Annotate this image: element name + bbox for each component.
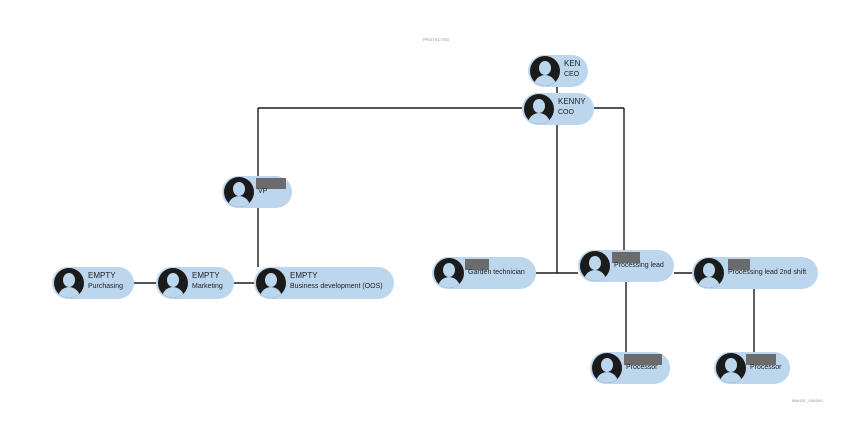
redacted-name-bar	[728, 259, 750, 270]
person-avatar-icon	[592, 353, 622, 383]
node-name: EMPTY	[88, 271, 116, 280]
person-avatar-icon	[224, 177, 254, 207]
node-title: Processor	[626, 364, 658, 371]
person-avatar-icon	[54, 268, 84, 298]
node-name: EMPTY	[192, 271, 220, 280]
org-node-garden: Garden technician	[432, 257, 536, 289]
node-title: Processing lead	[614, 262, 664, 269]
redacted-name-bar	[465, 259, 489, 270]
footer-label: IMAGE_000000	[792, 398, 823, 403]
node-title: Marketing	[192, 283, 223, 290]
person-avatar-icon	[530, 56, 560, 86]
header-label: PROTECTED	[423, 37, 450, 42]
person-avatar-icon	[158, 268, 188, 298]
node-name: KEN	[564, 59, 581, 68]
node-name: EMPTY	[290, 271, 318, 280]
node-title: Garden technician	[468, 269, 525, 276]
person-avatar-icon	[256, 268, 286, 298]
org-node-marketing: EMPTY Marketing	[156, 267, 234, 299]
node-title: CEO	[564, 71, 580, 78]
redacted-name-bar	[256, 178, 286, 189]
node-title: COO	[558, 109, 574, 116]
node-title: Business development (OOS)	[290, 283, 383, 290]
org-node-proc1: Processor	[590, 352, 670, 384]
org-node-proclead2: Processing lead 2nd shift	[692, 257, 818, 289]
node-title: Processor	[750, 364, 782, 371]
person-avatar-icon	[434, 258, 464, 288]
node-title: Processing lead 2nd shift	[728, 269, 807, 276]
person-avatar-icon	[716, 353, 746, 383]
org-node-ken: KEN CEO	[528, 55, 588, 87]
org-node-kenny: KENNY COO	[522, 93, 594, 125]
org-node-proc2: Processor	[714, 352, 790, 384]
node-title: Purchasing	[88, 283, 124, 290]
person-avatar-icon	[580, 251, 610, 281]
redacted-name-bar	[612, 252, 640, 263]
org-node-vp: VP	[222, 176, 292, 208]
org-node-proclead: Processing lead	[578, 250, 674, 282]
redacted-name-bar	[746, 354, 776, 365]
person-avatar-icon	[524, 94, 554, 124]
person-avatar-icon	[694, 258, 724, 288]
org-node-bizdev: EMPTY Business development (OOS)	[254, 267, 394, 299]
org-node-purchasing: EMPTY Purchasing	[52, 267, 134, 299]
redacted-name-bar	[624, 354, 662, 365]
node-name: KENNY	[558, 97, 586, 106]
node-title: VP	[258, 188, 268, 195]
